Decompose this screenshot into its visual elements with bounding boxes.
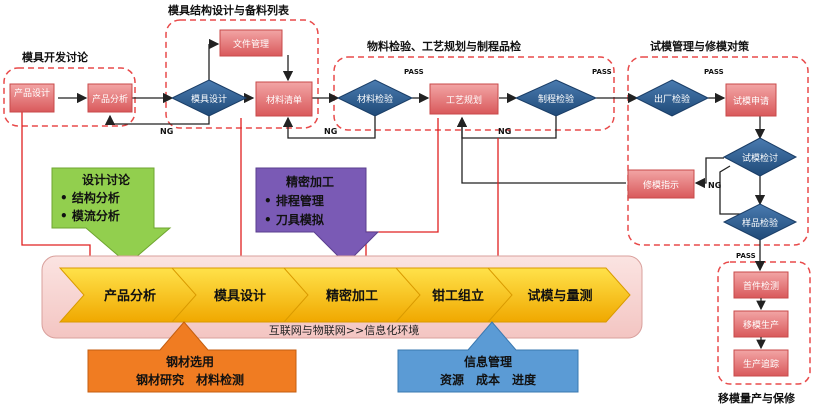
- pipeline-stages: 产品分析 模具设计 精密加工 钳工组立 试模与量测: [58, 267, 631, 323]
- node-trial-inspection: [722, 137, 798, 177]
- node-factory-inspection: [634, 79, 710, 117]
- svg-text:• 模流分析: • 模流分析: [60, 208, 120, 223]
- group-title-dev-discussion: 模具开发讨论: [22, 50, 89, 64]
- group-trial-box: [627, 56, 809, 246]
- node-transfer-production: [733, 310, 789, 338]
- pipeline-stage-5-label: 试模与量测: [527, 288, 592, 304]
- group-title-inspection: 物料检验、工艺规划与制程品检: [367, 39, 521, 53]
- node-transfer-production-label: 移模生产: [743, 319, 779, 331]
- callout-precision-machining-title: 精密加工: [286, 174, 334, 189]
- node-repair-instruction-label: 修模指示: [643, 179, 679, 191]
- ng-label-4: NG: [708, 181, 721, 190]
- node-trial-request: [725, 83, 777, 117]
- callout-precision-machining-item-1: 排程管理: [276, 193, 324, 208]
- svg-text:• 排程管理: • 排程管理: [264, 193, 324, 208]
- callout-info-management-line: 资源 成本 进度: [440, 372, 537, 387]
- ng-label-1: NG: [160, 127, 173, 136]
- node-material-inspection: [336, 79, 414, 117]
- group-dev-discussion-box: [3, 67, 136, 127]
- node-trial-inspection-label: 试模检讨: [742, 152, 778, 164]
- node-production-tracking: [733, 349, 789, 377]
- group-title-design-bom: 模具结构设计与备料列表: [168, 3, 290, 17]
- callout-design-discussion-item-2: 模流分析: [72, 208, 120, 223]
- callout-design-discussion-item-1: 结构分析: [72, 190, 120, 205]
- svg-text:• 刀具模拟: • 刀具模拟: [264, 212, 324, 227]
- pipeline-stage-4-label: 钳工组立: [432, 288, 484, 304]
- pipeline-stage-5: [486, 267, 631, 323]
- node-product-design-label: 产品设计: [14, 87, 50, 99]
- node-process-inspection: [514, 79, 598, 117]
- callout-design-discussion: 设计讨论 • 结构分析 • 模流分析: [51, 167, 172, 265]
- node-product-design: [9, 83, 55, 113]
- node-product-analysis-label: 产品分析: [92, 93, 128, 105]
- pipeline-stage-3-label: 精密加工: [326, 288, 378, 304]
- callout-steel-selection: 钢材选用 钢材研究 材料检测: [87, 321, 297, 393]
- node-first-piece: [733, 271, 789, 299]
- callout-info-management: 信息管理 资源 成本 进度: [397, 321, 579, 393]
- node-repair-instruction: [627, 169, 695, 199]
- callout-steel-selection-title: 钢材选用: [166, 354, 214, 369]
- pass-label-3: PASS: [704, 68, 724, 76]
- group-title-trial: 试模管理与修模对策: [650, 39, 750, 53]
- svg-text:产品设计: 产品设计: [14, 87, 50, 99]
- node-process-planning-label: 工艺规划: [446, 94, 482, 106]
- node-sample-inspection-label: 样品检验: [742, 217, 778, 229]
- group-inspection-box: [333, 56, 615, 131]
- pass-label-1: PASS: [404, 68, 424, 76]
- node-sample-inspection: [722, 203, 798, 241]
- node-file-management-label: 文件管理: [233, 38, 269, 50]
- ng-label-2: NG: [324, 127, 337, 136]
- node-product-analysis: [87, 83, 133, 113]
- ng-label-3: NG: [498, 127, 511, 136]
- group-title-production: 移模量产与保修: [718, 391, 796, 405]
- node-production-tracking-label: 生产追踪: [743, 358, 779, 370]
- node-factory-inspection-label: 出厂检验: [654, 93, 690, 105]
- node-material-list: [255, 81, 313, 117]
- callout-precision-machining: 精密加工 • 排程管理 • 刀具模拟: [255, 167, 380, 265]
- pipeline-environment-label: 互联网与物联网>>信息化环境: [269, 323, 419, 337]
- callout-precision-machining-item-2: 刀具模拟: [276, 212, 324, 227]
- callout-info-management-title: 信息管理: [464, 354, 512, 369]
- node-material-inspection-label: 材料检验: [357, 93, 393, 105]
- node-process-planning: [429, 83, 499, 115]
- node-process-inspection-label: 制程检验: [538, 93, 574, 105]
- node-material-list-label: 材料清单: [266, 94, 302, 106]
- node-trial-request-label: 试模申请: [733, 95, 769, 107]
- pipeline-stage-2-label: 模具设计: [214, 288, 266, 304]
- node-mold-design: [170, 79, 248, 117]
- node-file-management: [219, 29, 283, 57]
- callout-steel-selection-line: 钢材研究 材料检测: [136, 372, 244, 387]
- node-mold-design-label: 模具设计: [191, 93, 227, 105]
- group-design-bom-box: [165, 19, 319, 129]
- pass-label-4: PASS: [736, 252, 756, 260]
- node-first-piece-label: 首件检测: [743, 280, 779, 292]
- callout-design-discussion-title: 设计讨论: [82, 172, 131, 187]
- pipeline-stage-1-label: 产品分析: [104, 288, 156, 304]
- svg-text:• 结构分析: • 结构分析: [60, 190, 120, 205]
- pass-label-2: PASS: [592, 68, 612, 76]
